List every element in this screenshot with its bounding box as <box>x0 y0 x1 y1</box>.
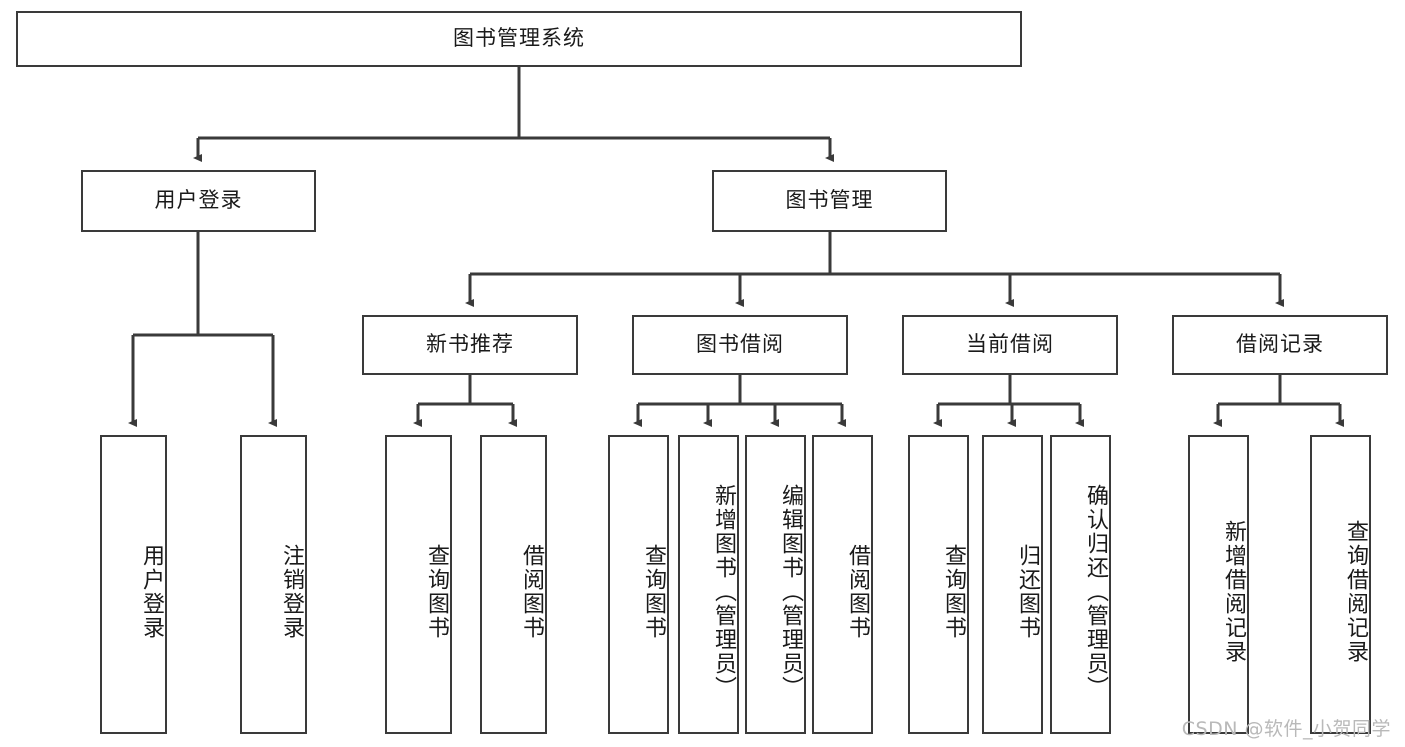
watermark-text: CSDN @软件_小贺同学 <box>1181 718 1391 740</box>
node-leaf-label: 归还图书 <box>1015 543 1040 640</box>
node-leaf-借阅图书[interactable]: 借阅图书 <box>812 435 873 734</box>
node-leaf-借阅图书[interactable]: 借阅图书 <box>480 435 547 734</box>
node-leaf-查询借阅记录[interactable]: 查询借阅记录 <box>1310 435 1371 734</box>
node-leaf-label: 借阅图书 <box>519 543 544 640</box>
node-leaf-查询图书[interactable]: 查询图书 <box>385 435 452 734</box>
node-leaf-label: 用户登录 <box>139 543 164 640</box>
node-leaf-查询图书[interactable]: 查询图书 <box>608 435 669 734</box>
node-l2-图书管理[interactable]: 图书管理 <box>712 170 947 232</box>
node-leaf-label: 借阅图书 <box>845 543 870 640</box>
node-leaf-新增图书管理员[interactable]: 新增图书（管理员） <box>678 435 739 734</box>
node-l3-label: 当前借阅 <box>966 332 1054 357</box>
node-root-label: 图书管理系统 <box>453 26 585 51</box>
node-l2-label: 图书管理 <box>785 188 874 213</box>
node-leaf-注销登录[interactable]: 注销登录 <box>240 435 307 734</box>
node-leaf-label: 查询图书 <box>424 543 449 640</box>
node-l3-label: 新书推荐 <box>426 332 514 357</box>
node-leaf-归还图书[interactable]: 归还图书 <box>982 435 1043 734</box>
node-leaf-用户登录[interactable]: 用户登录 <box>100 435 167 734</box>
node-leaf-label: 注销登录 <box>279 543 304 640</box>
node-leaf-label: 查询借阅记录 <box>1343 519 1368 664</box>
node-leaf-label: 编辑图书（管理员） <box>778 483 803 700</box>
node-l3-label: 借阅记录 <box>1236 332 1324 357</box>
node-l3-当前借阅[interactable]: 当前借阅 <box>902 315 1118 375</box>
node-l3-label: 图书借阅 <box>696 332 784 357</box>
node-leaf-新增借阅记录[interactable]: 新增借阅记录 <box>1188 435 1249 734</box>
node-l3-图书借阅[interactable]: 图书借阅 <box>632 315 848 375</box>
node-l2-label: 用户登录 <box>154 188 243 213</box>
node-root[interactable]: 图书管理系统 <box>16 11 1022 67</box>
node-leaf-查询图书[interactable]: 查询图书 <box>908 435 969 734</box>
node-l3-借阅记录[interactable]: 借阅记录 <box>1172 315 1388 375</box>
node-leaf-label: 新增图书（管理员） <box>711 483 736 700</box>
node-leaf-label: 查询图书 <box>941 543 966 640</box>
node-leaf-label: 确认归还（管理员） <box>1083 483 1108 700</box>
node-l2-用户登录[interactable]: 用户登录 <box>81 170 316 232</box>
node-leaf-label: 新增借阅记录 <box>1221 519 1246 664</box>
node-l3-新书推荐[interactable]: 新书推荐 <box>362 315 578 375</box>
node-leaf-编辑图书管理员[interactable]: 编辑图书（管理员） <box>745 435 806 734</box>
node-leaf-label: 查询图书 <box>641 543 666 640</box>
node-leaf-确认归还管理员[interactable]: 确认归还（管理员） <box>1050 435 1111 734</box>
